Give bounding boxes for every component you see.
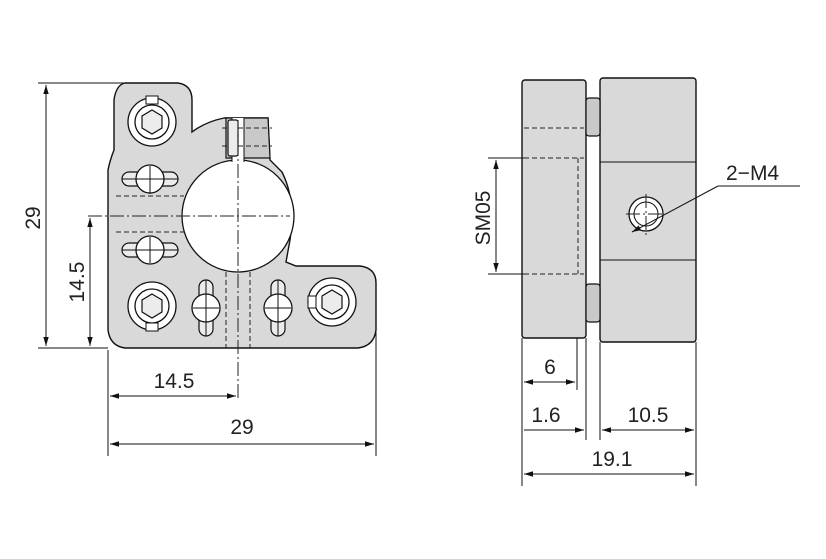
clamp-plate	[521, 79, 587, 339]
slot-middle	[121, 235, 179, 265]
dim-bore-thread: SM05	[472, 191, 495, 246]
dim-body-thickness: 10.5	[628, 404, 669, 427]
hex-socket-icon	[321, 289, 343, 315]
dim-width-center: 14.5	[154, 370, 195, 393]
dim-height-center: 14.5	[66, 262, 89, 303]
front-dimensions: 29 14.5 14.5 29	[22, 82, 377, 456]
side-view	[521, 77, 697, 343]
slot-vertical-right	[263, 279, 293, 337]
front-view	[88, 82, 377, 400]
dim-gap: 1.6	[531, 404, 560, 427]
slot-vertical-left	[191, 279, 221, 337]
tap-callout: 2−M4	[726, 162, 779, 185]
gap-screw-top	[585, 97, 601, 137]
hex-socket-icon	[141, 109, 163, 135]
hex-socket-icon	[141, 293, 163, 319]
slot-upper	[121, 164, 179, 194]
dim-clamp-thickness: 6	[544, 356, 556, 379]
gap-screw-bottom	[585, 283, 601, 323]
dim-width-overall: 29	[230, 416, 253, 439]
dim-total-depth: 19.1	[592, 448, 633, 471]
dim-height-overall: 29	[22, 206, 45, 229]
side-dimensions: SM05 2−M4 6 1.6 10.5 19.1	[472, 157, 800, 486]
